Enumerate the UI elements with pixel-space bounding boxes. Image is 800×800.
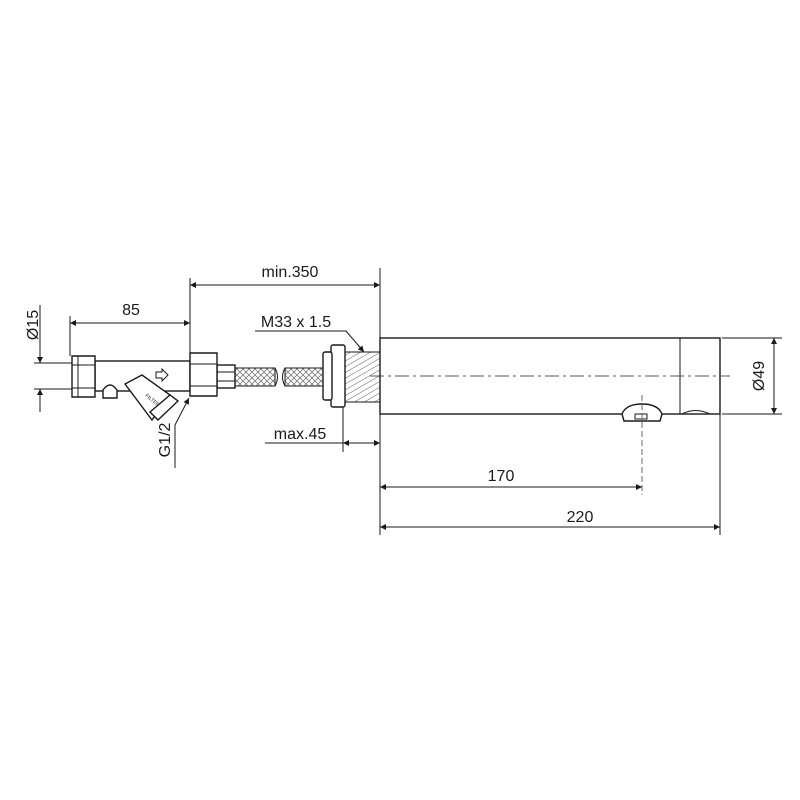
dimension-max-45: max.45 (265, 407, 381, 535)
filter-valve: FILTER (71, 352, 218, 422)
dim-label-max-45: max.45 (274, 426, 327, 443)
dim-label-thread: M33 x 1.5 (261, 314, 331, 331)
dim-label-220: 220 (567, 509, 594, 526)
braided-hose (216, 364, 324, 389)
dimension-min-350: min.350 (189, 264, 381, 355)
dimension-85: 85 (69, 302, 190, 356)
dim-label-min-350: min.350 (262, 264, 319, 281)
dimension-inlet-thread: G1/2 (157, 397, 190, 468)
flow-arrow-icon (155, 367, 169, 383)
dim-label-d49: Ø49 (751, 361, 768, 391)
dimension-220: 220 (380, 414, 721, 535)
dim-label-170: 170 (488, 468, 515, 485)
dimension-d49: Ø49 (722, 337, 782, 415)
spout-body (370, 337, 730, 495)
dim-label-d15: Ø15 (25, 310, 42, 340)
dimension-thread: M33 x 1.5 (255, 314, 365, 353)
dimension-170: 170 (380, 468, 642, 490)
wall-mount (322, 344, 381, 408)
outlet-aerator (621, 403, 663, 422)
dimension-d15: Ø15 (25, 305, 72, 412)
dim-label-85: 85 (122, 302, 140, 319)
dim-label-g12: G1/2 (157, 423, 174, 458)
